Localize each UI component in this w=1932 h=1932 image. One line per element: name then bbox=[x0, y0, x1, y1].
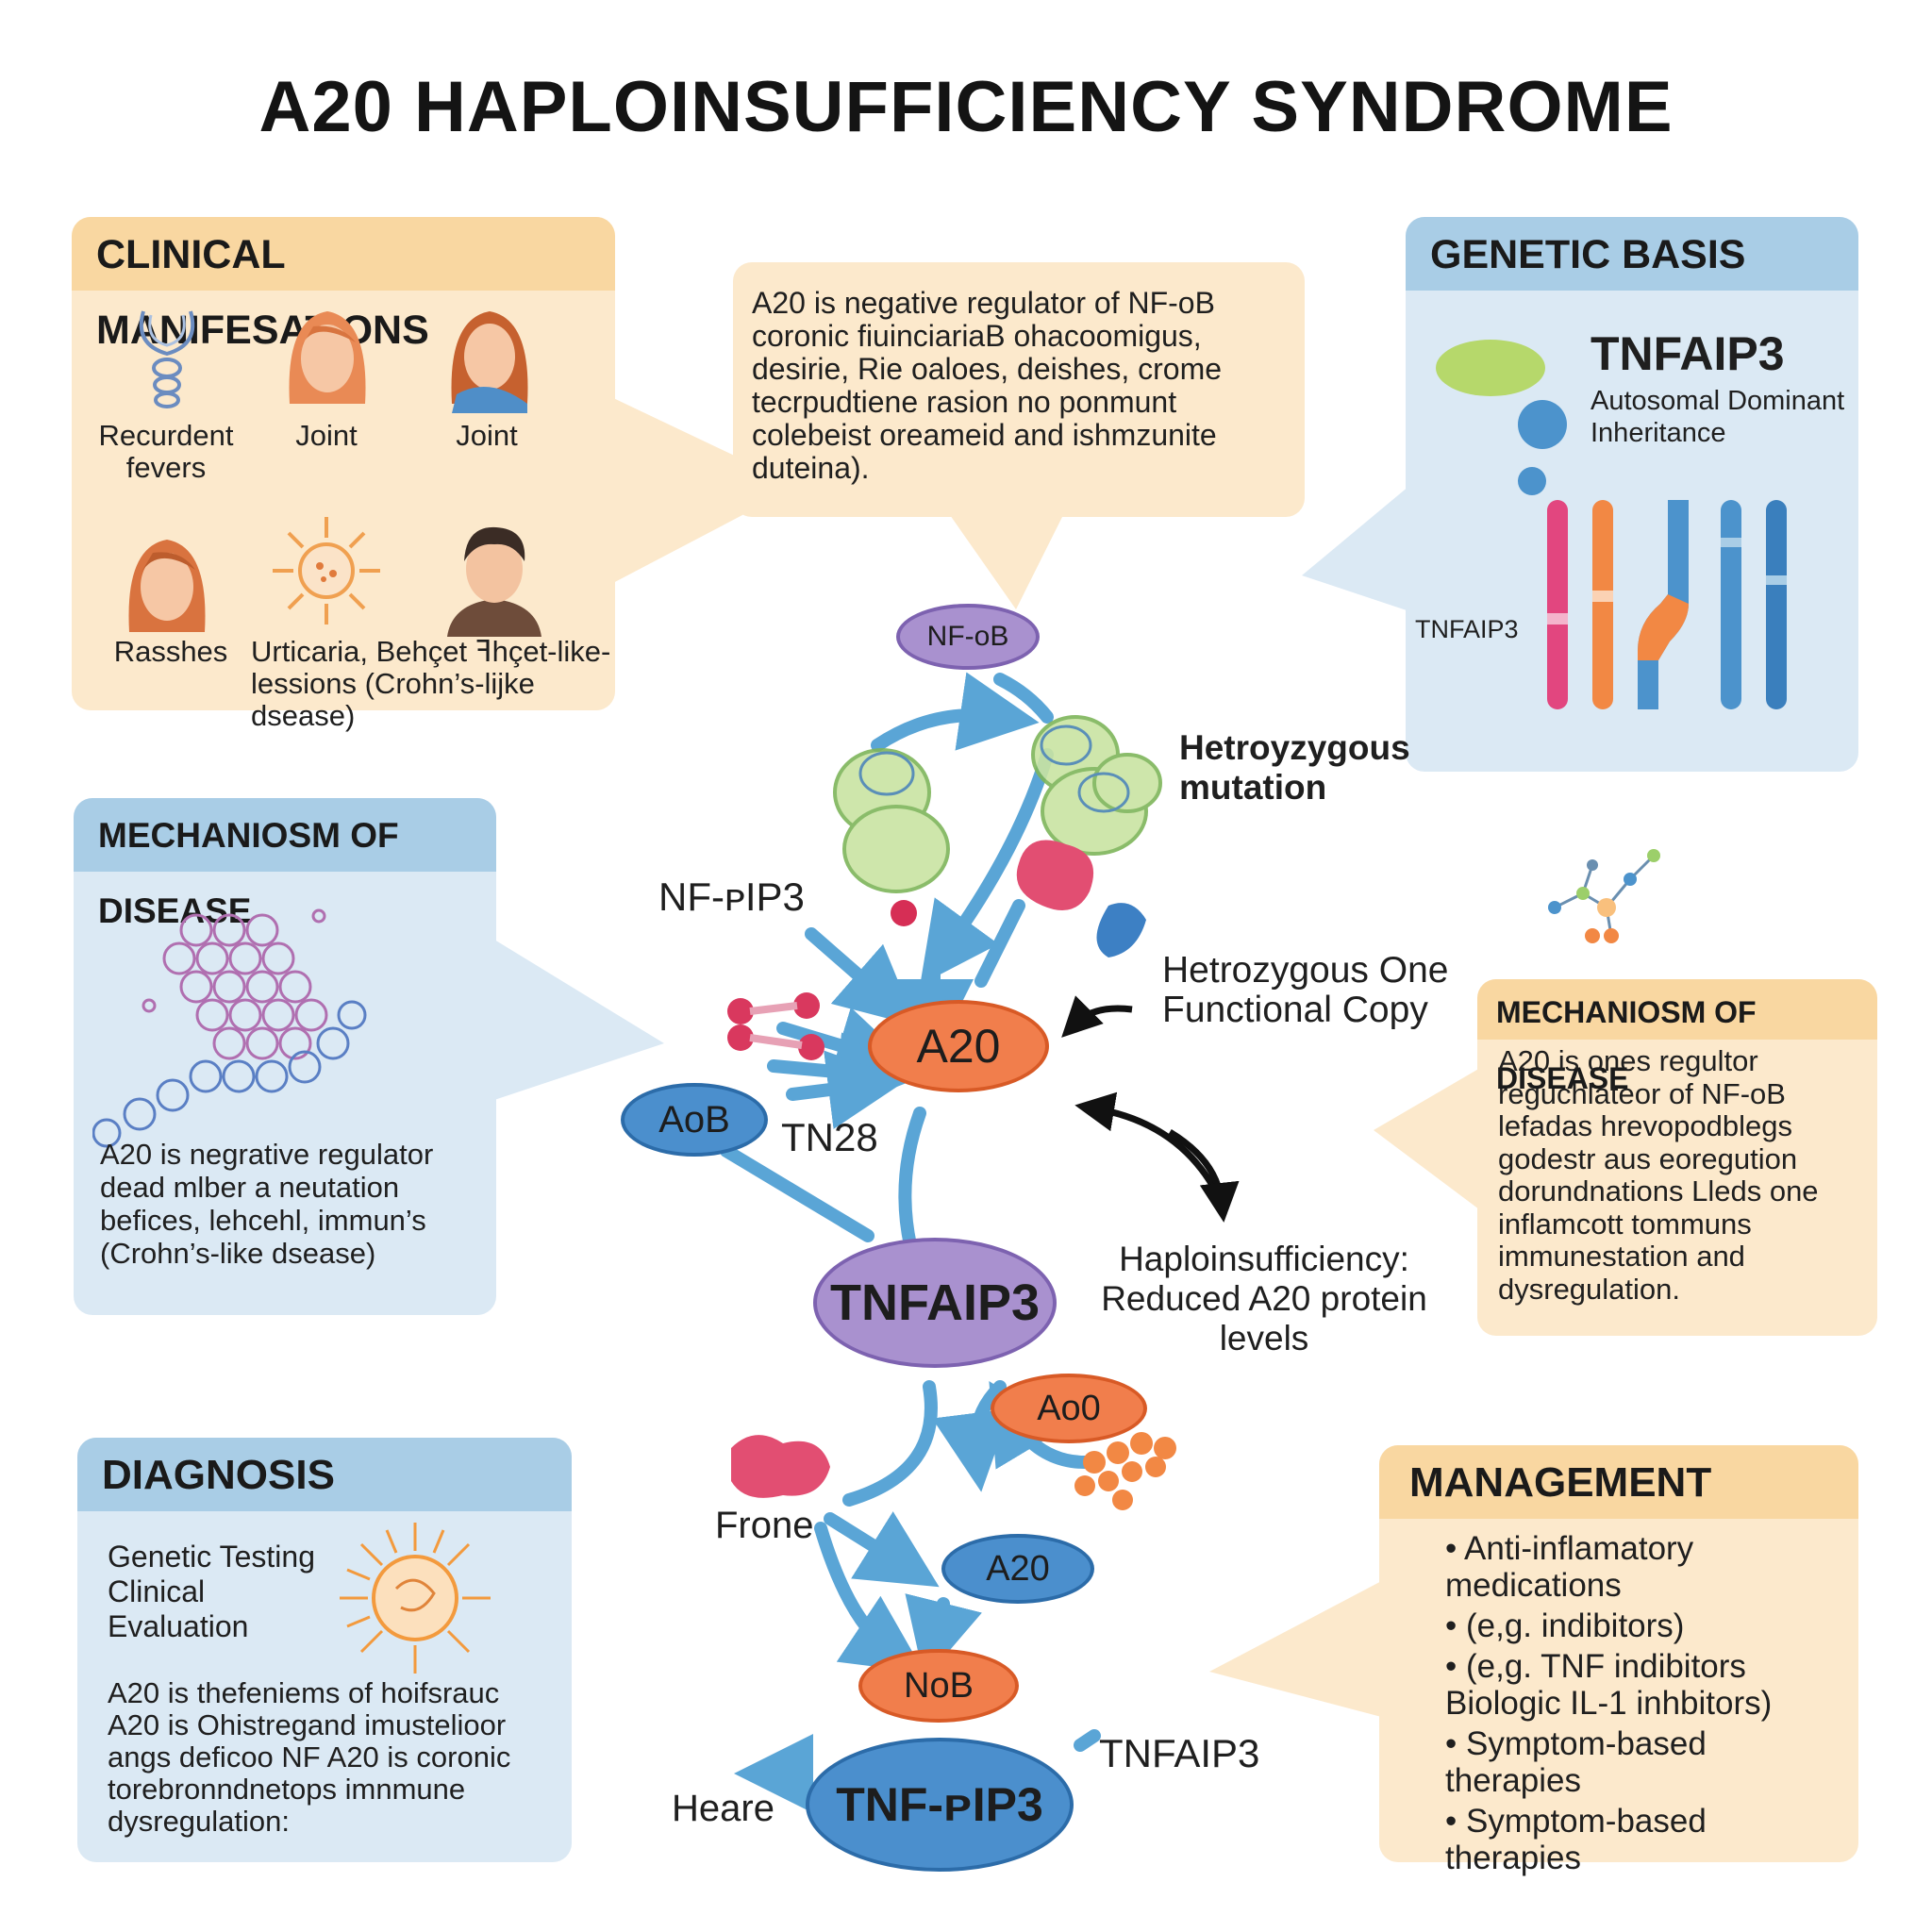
center-callout: A20 is negative regulator of NF-ᴏB coron… bbox=[733, 262, 1305, 609]
mech-left-panel: MECHANIOSM OF DISEASE A20 is negrative r… bbox=[74, 798, 664, 1315]
node-nob: NᴏB bbox=[858, 1649, 1019, 1723]
clinical-item-fevers: Recurdent fevers bbox=[98, 419, 234, 484]
mech-left-pointer bbox=[494, 940, 664, 1100]
node-tnf-bottom: TNF-ᴘIP3 bbox=[806, 1738, 1074, 1872]
sun-diagnosis-icon bbox=[340, 1523, 491, 1674]
management-list: • Anti-inflamatory medications • (e,g. i… bbox=[1445, 1530, 1841, 1880]
center-callout-pointer bbox=[950, 515, 1063, 609]
mech-right-panel: MECHANIOSM OF DISEASE A20 is ones regult… bbox=[1374, 979, 1877, 1336]
clinical-item-joint-1: Joint bbox=[295, 419, 358, 452]
person-male-icon bbox=[447, 526, 541, 637]
clinical-item-joint-2: Joint bbox=[456, 419, 518, 452]
management-item: • Anti-inflamatory medications bbox=[1445, 1530, 1694, 1604]
management-item: • Symptom-based therapies bbox=[1445, 1725, 1707, 1799]
mech-left-text: A20 is negrative regulator dead mlber a … bbox=[100, 1138, 434, 1270]
label-nf-ip3: NF-ᴘIP3 bbox=[658, 874, 805, 919]
label-frone: Frone bbox=[715, 1505, 814, 1546]
diagnosis-text: A20 is thefeniems of hoifsrauc A20 is Oh… bbox=[108, 1676, 511, 1838]
clinical-item-rashes: Rasshes bbox=[113, 635, 228, 668]
clinical-item-urticaria: Urticaria, Behçet ꟻhçet-like- lessions (… bbox=[251, 635, 611, 732]
urticaria-icon bbox=[273, 517, 380, 625]
label-het-one-copy: Hetrozygous One Functional Copy bbox=[1162, 950, 1449, 1030]
management-item: • Symptom-based therapies bbox=[1445, 1803, 1707, 1876]
protein-bubbles-icon bbox=[1436, 340, 1567, 495]
person-rash-icon bbox=[128, 540, 206, 632]
person-joint-scarf-icon bbox=[451, 311, 528, 413]
mech-right-header: MECHANIOSM OF DISEASE bbox=[1477, 979, 1877, 1095]
clinical-panel: CLINICAL MANIFESATIONS Recurdent fevers … bbox=[72, 217, 798, 732]
genetic-gene-name: TNFAIP3 bbox=[1591, 327, 1785, 380]
page-title: A20 HAPLOINSUFFICIENCY SYNDROME bbox=[258, 67, 1674, 147]
mech-right-text: A20 is ones regultor reguchlateor of NF-… bbox=[1498, 1044, 1819, 1306]
node-a20-main: A20 bbox=[868, 1000, 1049, 1092]
node-aob: AᴏB bbox=[621, 1083, 768, 1157]
node-nfkb-top: NF-ᴏB bbox=[896, 604, 1040, 670]
genetic-header: GENETIC BASIS bbox=[1406, 217, 1858, 291]
management-item: • (e,g. TNF indibitors Biologic IL-1 inh… bbox=[1445, 1648, 1773, 1722]
diagnosis-tests: Genetic Testing Clinical Evaluation bbox=[108, 1540, 315, 1643]
fever-icon bbox=[139, 310, 195, 408]
person-joint-icon bbox=[289, 311, 366, 404]
chromosomes-icon bbox=[1547, 500, 1787, 709]
center-callout-text: A20 is negative regulator of NF-ᴏB coron… bbox=[752, 286, 1223, 485]
label-tnfaip3: TNFAIP3 bbox=[1099, 1731, 1260, 1775]
management-item: • (e,g. indibitors) bbox=[1445, 1607, 1685, 1644]
management-panel: MANAGEMENT • Anti-inflamatory medication… bbox=[1209, 1445, 1858, 1876]
diagnosis-header: DIAGNOSIS bbox=[77, 1438, 572, 1511]
clinical-pointer bbox=[609, 396, 798, 585]
molecule-network-icon bbox=[92, 908, 367, 1148]
mech-right-pointer bbox=[1374, 1064, 1487, 1215]
genetic-panel: GENETIC BASIS TNFAIP3 Autosomal Dominant… bbox=[1302, 217, 1858, 772]
node-a20-low: A20 bbox=[941, 1534, 1094, 1604]
node-ao0: Aᴏ0 bbox=[991, 1374, 1147, 1443]
node-tnfaip3-main: TNFAIP3 bbox=[813, 1238, 1057, 1368]
mech-left-header: MECHANIOSM OF DISEASE bbox=[74, 798, 496, 930]
label-haploinsufficiency: Haploinsufficiency: Reduced A20 protein … bbox=[1101, 1240, 1427, 1357]
management-header: MANAGEMENT bbox=[1379, 1445, 1858, 1519]
label-heare: Heare bbox=[672, 1788, 774, 1829]
genetic-chrom-label: TNFAIP3 bbox=[1415, 615, 1519, 643]
management-pointer bbox=[1209, 1577, 1389, 1719]
label-het-mutation: Hetroyzygous mutation bbox=[1179, 728, 1410, 807]
diagnosis-panel: DIAGNOSIS Genetic Testing Clinical Evalu… bbox=[77, 1438, 572, 1862]
genetic-inheritance: Autosomal Dominant Inheritance bbox=[1591, 386, 1845, 448]
genetic-pointer bbox=[1302, 481, 1415, 613]
molecule-small-icon bbox=[1548, 849, 1660, 943]
label-tn28: TN28 bbox=[781, 1115, 878, 1159]
